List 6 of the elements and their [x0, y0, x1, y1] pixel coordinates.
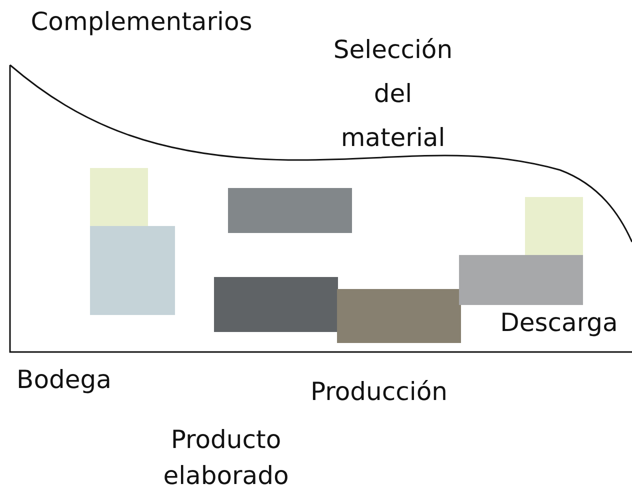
area-label: Selección del material	[332, 34, 454, 154]
area-label: Producto elaborado	[162, 424, 290, 488]
area-label: Descarga	[499, 307, 619, 339]
area-label: Complementarios	[30, 6, 254, 38]
area-label: Producción	[310, 376, 448, 408]
area-label: Bodega	[16, 364, 112, 396]
